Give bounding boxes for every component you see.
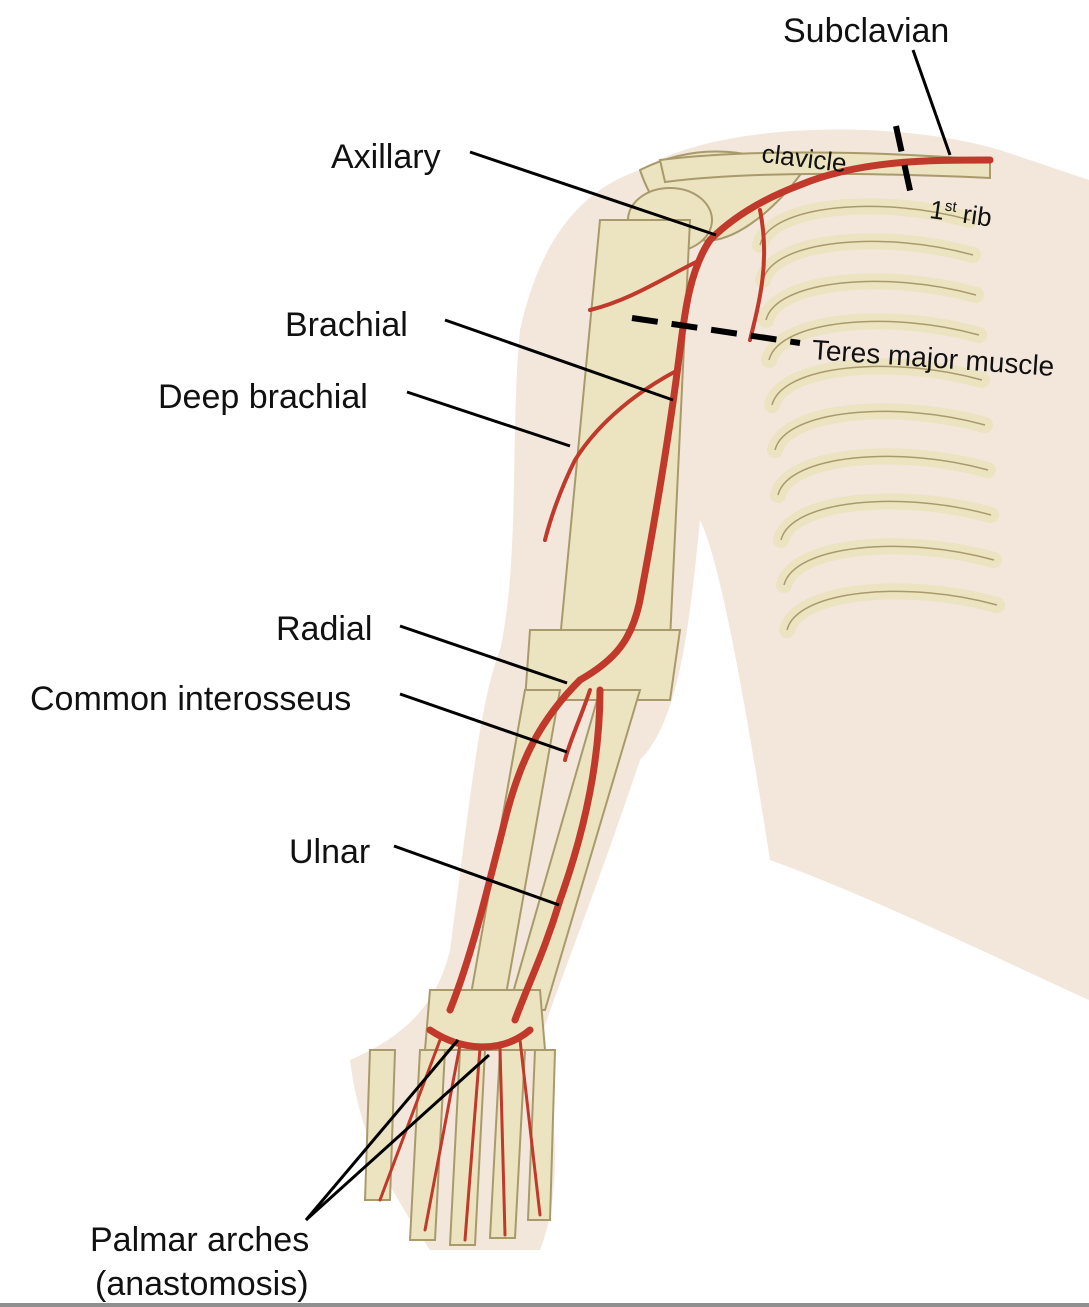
rib-edge-3 — [765, 280, 977, 321]
first-rib-superscript: st — [943, 197, 958, 216]
label-brachial: Brachial — [285, 306, 408, 344]
rib-edge-4 — [768, 320, 980, 361]
rib-edge-9 — [783, 545, 995, 586]
axillary-artery — [676, 236, 714, 354]
label-common-interosseus: Common interosseus — [30, 680, 352, 718]
leader-lines — [304, 49, 952, 1222]
digital-arteries — [378, 1038, 542, 1242]
ulnar-artery — [511, 686, 604, 1024]
arteries — [378, 156, 994, 1242]
label-subclavian: Subclavian — [783, 12, 950, 50]
leader-axillary — [469, 150, 717, 237]
teres-major-boundary-marker — [631, 315, 801, 346]
subclavian-artery — [706, 156, 994, 244]
rib-edge-5 — [771, 365, 983, 406]
leader-subclavian — [911, 49, 952, 156]
first-rib-word: rib — [960, 198, 994, 233]
label-anastomosis: (anastomosis) — [95, 1265, 309, 1303]
thoracic-branch — [748, 208, 767, 342]
brachial-artery — [576, 346, 684, 684]
rib-edge-7 — [777, 455, 989, 496]
leader-deep-brachial — [406, 390, 571, 448]
leader-ulnar — [393, 844, 560, 907]
rib-cage — [752, 198, 1005, 638]
leader-radial — [399, 624, 568, 685]
label-ulnar: Ulnar — [289, 833, 371, 871]
rib-edge-8 — [780, 500, 992, 541]
rib-edge-2 — [762, 240, 974, 281]
label-palmar-arches: Palmar arches — [90, 1221, 310, 1259]
finger-4 — [488, 1049, 527, 1239]
radial-artery — [446, 676, 584, 1014]
bottom-divider — [0, 1303, 1089, 1307]
rib-edge-6 — [774, 410, 986, 451]
rib-edge-10 — [786, 590, 998, 631]
leader-common-interosseus — [399, 692, 568, 754]
leader-palmar-2 — [304, 1053, 491, 1222]
label-axillary: Axillary — [331, 138, 441, 176]
label-radial: Radial — [276, 610, 373, 648]
common-interosseus-artery — [563, 688, 592, 762]
label-deep-brachial: Deep brachial — [158, 378, 368, 416]
leader-brachial — [444, 318, 674, 402]
finger-1 — [363, 1049, 397, 1201]
circumflex-branch — [588, 258, 702, 312]
first-rib-boundary-marker — [893, 125, 914, 196]
leader-palmar-1 — [304, 1039, 460, 1221]
label-first-rib: 1st rib — [928, 194, 994, 233]
rib-edge-1 — [759, 205, 971, 246]
